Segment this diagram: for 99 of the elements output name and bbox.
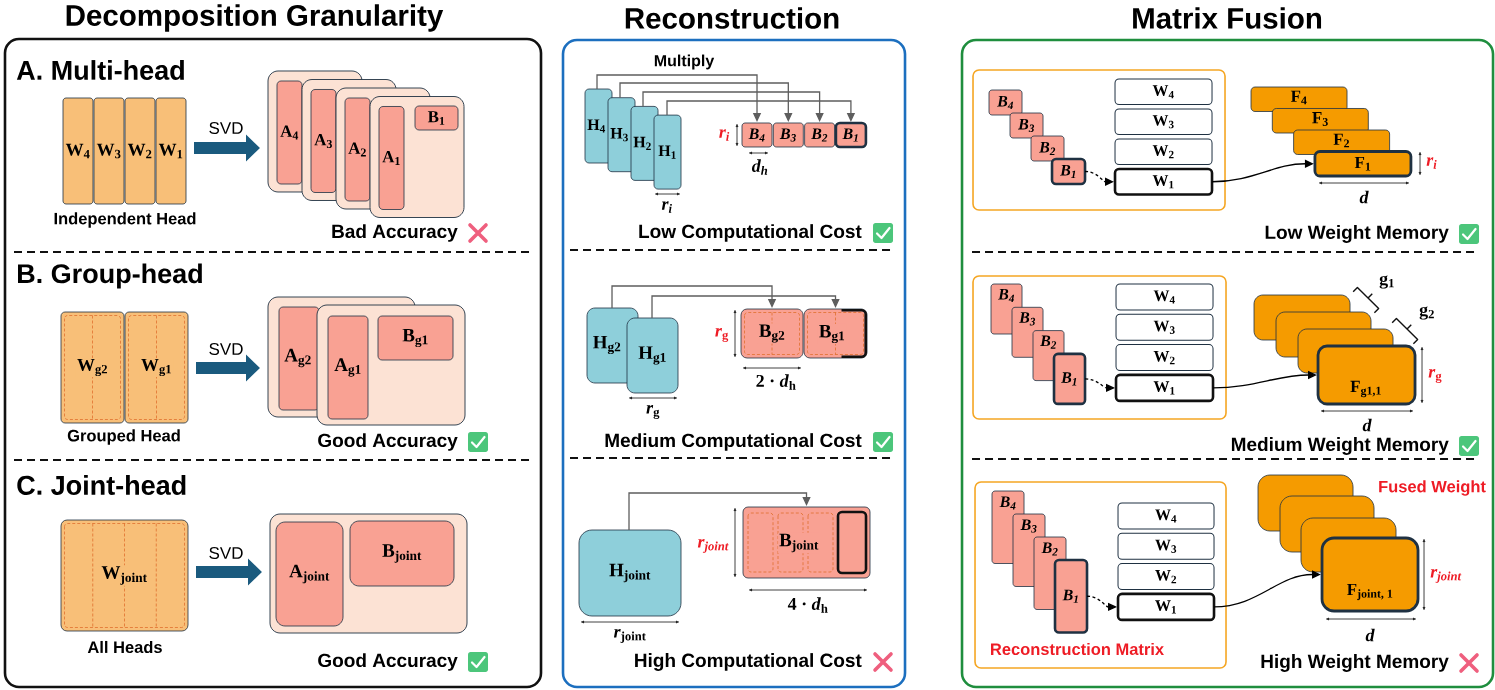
edge-label: SVD xyxy=(209,122,243,135)
arrow xyxy=(1213,570,1321,608)
group-frame xyxy=(972,69,1226,211)
matrix-block: B$_{1}$ xyxy=(834,121,868,149)
matrix-block: B$_{1}$ xyxy=(1050,157,1087,186)
matrix-block: B$_{4}$ xyxy=(741,122,773,148)
matrix-block: F$_{g1,1}$ xyxy=(1316,344,1417,406)
section-heading: B. Group-head xyxy=(18,263,202,289)
matrix-block: B$_{joint}$ xyxy=(742,506,871,579)
edge-label: SVD xyxy=(209,547,243,560)
matrix-block: W$_{1}$ xyxy=(1113,167,1214,196)
matrix-block: A$_{joint}$ xyxy=(275,521,344,627)
matrix-block: B$_{g1}$ xyxy=(377,315,454,361)
dimension-label: r$_{joint}$ xyxy=(697,539,729,553)
arrow xyxy=(651,295,840,319)
matrix-block: W$_{g2}$ xyxy=(60,311,125,424)
dimension-label: r$_{i}$ xyxy=(661,201,672,213)
matrix-block: B$_{1}$ xyxy=(1053,558,1089,634)
result-label: Medium Weight Memory xyxy=(1231,437,1449,455)
dimension-label: r$_{g}$ xyxy=(715,328,729,342)
matrix-block: A$_{g1}$ xyxy=(327,315,369,420)
matrix-block: H$_{1}$ xyxy=(653,114,682,190)
matrix-block: B$_{1}$ xyxy=(1052,352,1087,406)
matrix-block: W$_{1}$ xyxy=(155,97,187,205)
matrix-block: F$_{4}$ xyxy=(1250,86,1348,112)
arrow xyxy=(666,100,856,122)
matrix-block: B$_{2}$ xyxy=(804,122,835,148)
bracket-label: g$_{1}$ xyxy=(1379,275,1394,289)
bracket-label: g$_{2}$ xyxy=(1419,306,1434,320)
matrix-block: F$_{1}$ xyxy=(1313,150,1413,178)
arrow xyxy=(596,74,762,122)
matrix-block: A$_{2}$ xyxy=(344,97,371,202)
matrix-block: A$_{4}$ xyxy=(276,80,303,185)
result-label: Low Computational Cost xyxy=(639,224,862,242)
matrix-block: W$_{4}$ xyxy=(1117,502,1215,530)
matrix-block: B$_{3}$ xyxy=(1009,112,1044,139)
matrix-block: A$_{3}$ xyxy=(310,89,337,193)
matrix-block: W$_{3}$ xyxy=(1117,532,1215,560)
matrix-block: H$_{joint}$ xyxy=(578,529,682,617)
matrix-block: W$_{3}$ xyxy=(1114,108,1213,135)
dimension-label: 4 · d$_{h}$ xyxy=(787,597,828,613)
dimension-label: r$_{g}$ xyxy=(646,405,660,419)
matrix-block: B$_{3}$ xyxy=(772,122,804,148)
arrow xyxy=(642,91,824,122)
dashed-arrow xyxy=(1084,170,1114,186)
matrix-block: W$_{1}$ xyxy=(1116,592,1216,622)
panel-title: Matrix Fusion xyxy=(1133,7,1322,29)
matrix-block: B$_{1}$ xyxy=(414,105,459,131)
dimension-label: d$_{h}$ xyxy=(751,159,768,175)
matrix-block: W$_{1}$ xyxy=(1114,373,1215,403)
section-heading: C. Joint-head xyxy=(17,475,186,495)
result-label: Low Weight Memory xyxy=(1265,225,1449,243)
arrow xyxy=(619,82,793,122)
matrix-block: W$_{2}$ xyxy=(124,97,156,205)
matrix-block: A$_{g2}$ xyxy=(278,306,320,411)
caption: Grouped Head xyxy=(67,429,180,445)
annotation: Multiply xyxy=(654,54,715,70)
dimension-label: r$_{joint}$ xyxy=(1430,569,1462,583)
dimension-label: 2 · d$_{h}$ xyxy=(756,374,796,390)
arrow xyxy=(1212,370,1317,389)
matrix-block: B$_{joint}$ xyxy=(349,520,455,587)
result-label: High Weight Memory xyxy=(1261,654,1449,672)
matrix-block: W$_{joint}$ xyxy=(60,519,189,632)
matrix-block: W$_{2}$ xyxy=(1114,138,1213,165)
arrow xyxy=(628,492,811,531)
group-frame xyxy=(972,275,1227,420)
dimension-label: d xyxy=(1365,628,1375,642)
dimension-label: r$_{g}$ xyxy=(1428,369,1442,383)
dimension-label: r$_{i}$ xyxy=(1426,157,1437,169)
matrix-block: B$_{g2}$ xyxy=(740,308,804,359)
result-label: Good Accuracy xyxy=(318,433,458,451)
result-label: Good Accuracy xyxy=(318,653,458,671)
matrix-block: W$_{3}$ xyxy=(1115,313,1214,341)
annotation: Fused Weight xyxy=(1379,480,1486,496)
caption: Independent Head xyxy=(54,212,196,228)
matrix-block: W$_{4}$ xyxy=(1114,78,1213,105)
matrix-block: B$_{g1}$ xyxy=(803,308,868,359)
result-label: High Computational Cost xyxy=(635,653,862,671)
arrow xyxy=(611,285,777,309)
panel-title: Reconstruction xyxy=(625,7,839,29)
dimension-label: r$_{i}$ xyxy=(719,129,730,141)
matrix-block: W$_{2}$ xyxy=(1117,563,1215,591)
matrix-block: W$_{3}$ xyxy=(93,97,125,205)
result-label: Bad Accuracy xyxy=(332,224,458,242)
matrix-block: W$_{2}$ xyxy=(1115,344,1214,372)
matrix-block: W$_{g1}$ xyxy=(124,311,189,424)
edge-label: SVD xyxy=(209,343,243,356)
matrix-block: B$_{4}$ xyxy=(988,89,1023,116)
matrix-block: F$_{joint, 1}$ xyxy=(1320,536,1420,613)
dimension-label: d xyxy=(1362,418,1372,432)
matrix-block: B$_{2}$ xyxy=(1030,135,1065,162)
matrix-block: W$_{4}$ xyxy=(62,97,94,205)
dimension-label: d xyxy=(1359,190,1369,204)
panel-title: Decomposition Granularity xyxy=(66,4,444,32)
matrix-block: H$_{g1}$ xyxy=(626,317,679,394)
matrix-block: W$_{4}$ xyxy=(1115,283,1214,311)
section-heading: A. Multi-head xyxy=(16,60,184,80)
result-label: Medium Computational Cost xyxy=(605,433,862,451)
matrix-block: A$_{1}$ xyxy=(378,106,405,210)
